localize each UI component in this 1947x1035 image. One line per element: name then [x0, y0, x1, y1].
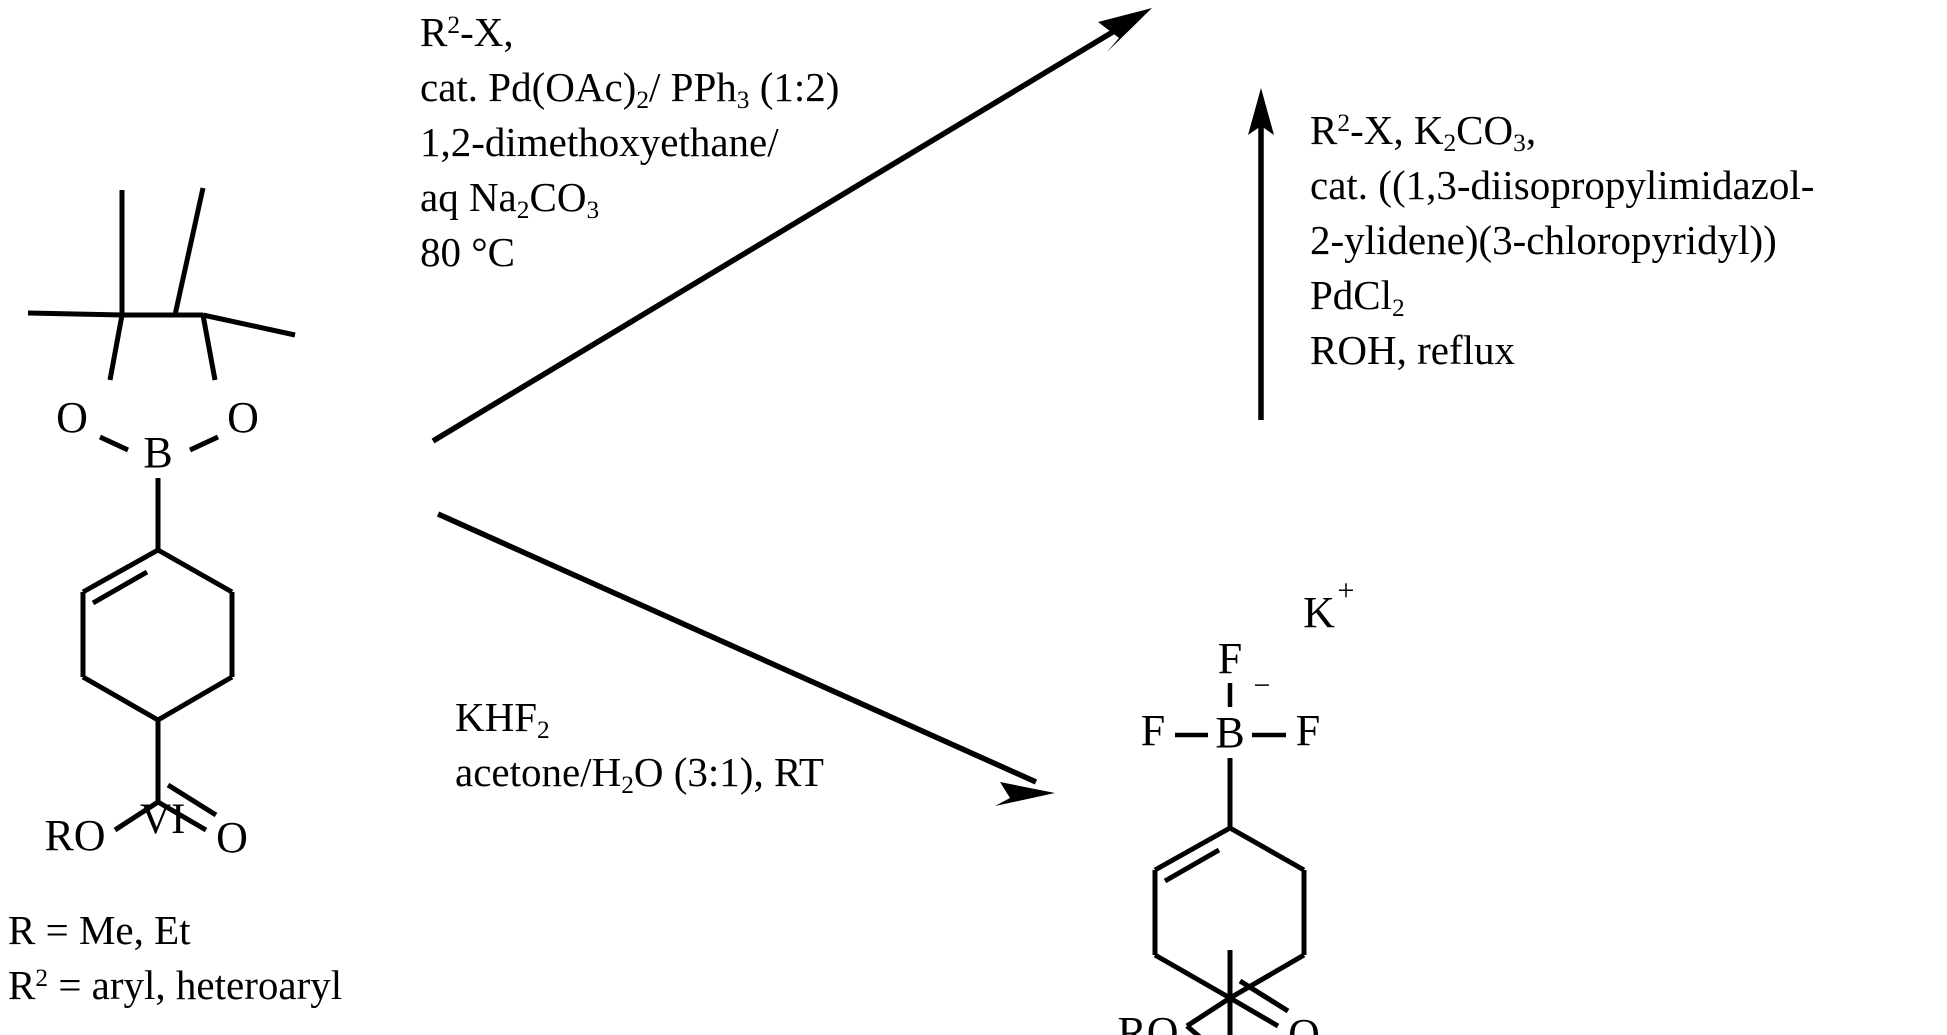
reagents-top-line-4: aq Na2CO3 [420, 174, 600, 225]
reagents-bottom-block: KHF2 acetone/H2O (3:1), RT [455, 690, 824, 800]
reagents-top-block: R2-X, cat. Pd(OAc)2/ PPh3 (1:2) 1,2-dime… [420, 5, 839, 280]
product-carbonyl-oxygen-label: O [1288, 1010, 1320, 1035]
product-fluorine-top-label: F [1218, 634, 1242, 683]
reactant-oxygen-right-label: O [227, 393, 259, 442]
product-cyclohexene-ring [1152, 825, 1307, 1001]
reagents-right-line-5: ROH, reflux [1310, 327, 1515, 373]
reagents-top-line-1: R2-X, [420, 9, 514, 55]
arrow-nhc-coupling [1248, 88, 1274, 420]
reagents-top-line-2: cat. Pd(OAc)2/ PPh3 (1:2) [420, 64, 840, 115]
product-ro-label: RO [1117, 1008, 1178, 1035]
compound-label-vi: VI [140, 796, 186, 843]
reagents-top-line-5: 80 °C [420, 229, 515, 275]
pinacol-group [27, 187, 296, 381]
reactant-carbonyl-oxygen-label: O [216, 813, 248, 862]
reagents-right-line-1: R2-X, K2CO3, [1310, 107, 1537, 158]
reactant-boron-label: B [143, 428, 172, 477]
reagents-right-block: R2-X, K2CO3, cat. ((1,3-diisopropylimida… [1310, 103, 1814, 378]
product-ester-lower: RO O [1117, 978, 1320, 1035]
reagents-bottom-line-1: KHF2 [455, 694, 550, 745]
reagents-bottom-line-2: acetone/H2O (3:1), RT [455, 749, 824, 800]
reactant-ester-group [113, 720, 218, 833]
reagents-top-line-3: 1,2-dimethoxyethane/ [420, 119, 779, 165]
arrow-suzuki-coupling [431, 8, 1152, 444]
product-boron-label: B [1215, 708, 1244, 757]
product-potassium-charge: + [1338, 574, 1355, 607]
definition-line-r: R = Me, Et [8, 907, 191, 953]
definition-line-r2: R2 = aryl, heteroaryl [8, 962, 343, 1008]
reactant-cyclohexene-ring [80, 547, 235, 723]
product-potassium-label: K [1303, 588, 1335, 637]
reactant-ro-label: RO [44, 811, 105, 860]
product-ester-bonds [1185, 978, 1290, 1029]
reagents-right-line-2: cat. ((1,3-diisopropylimidazol- [1310, 162, 1815, 208]
reactant-ob-bonds [98, 434, 220, 453]
product-structure: K + F F F B − [1141, 574, 1355, 1035]
product-fluorine-left-label: F [1141, 706, 1165, 755]
reactant-structure: O O B RO O [27, 187, 296, 862]
reagents-right-line-4: PdCl2 [1310, 272, 1405, 323]
reactant-oxygen-left-label: O [56, 393, 88, 442]
reagents-right-line-3: 2-ylidene)(3-chloropyridyl)) [1310, 217, 1777, 263]
arrow-trifluoroborate [436, 511, 1055, 806]
product-bf-bonds [1175, 683, 1286, 738]
definitions-block: R = Me, Et R2 = aryl, heteroaryl [8, 903, 342, 1013]
product-ester-group [1185, 950, 1233, 1035]
product-boron-charge: − [1254, 669, 1271, 702]
product-fluorine-right-label: F [1296, 706, 1320, 755]
